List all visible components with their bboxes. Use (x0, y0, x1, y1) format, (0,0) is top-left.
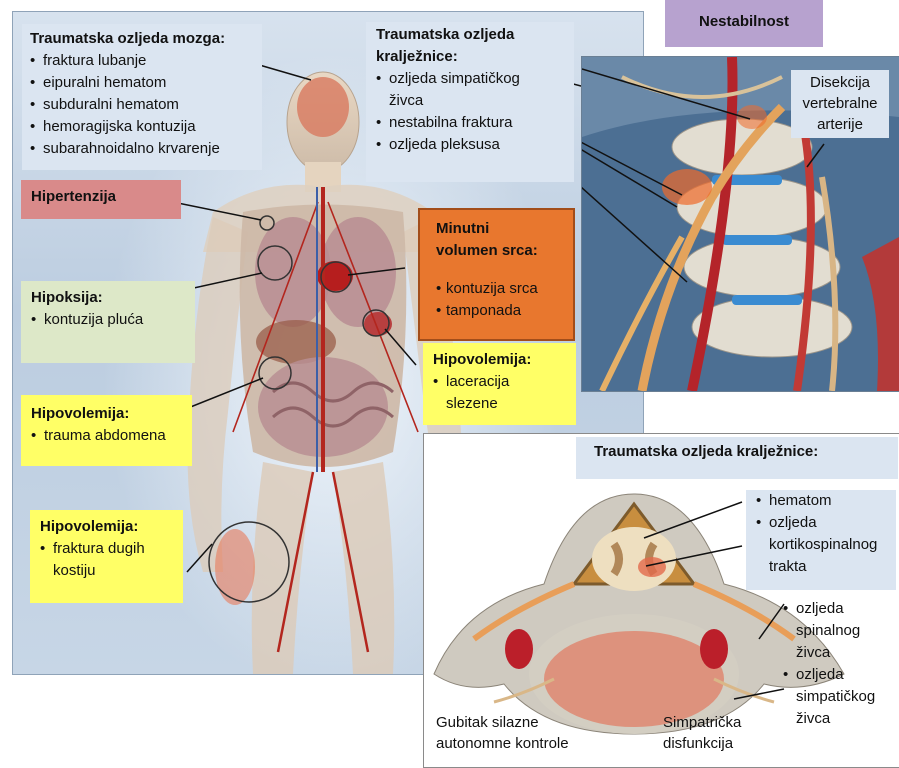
hematom-continuation-1: kortikospinalnog (756, 534, 886, 556)
hipertenzija-title: Hipertenzija (31, 186, 171, 208)
brain-injury-item: eipuralni hematom (30, 72, 254, 94)
hipovolemija-bones-title: Hipovolemija: (40, 516, 173, 538)
hipoksija-title: Hipoksija: (31, 287, 185, 309)
cardiac-output-title-line2: volumen srca: (436, 240, 557, 262)
descending-autonomic-loss-label: Gubitak silazne autonomne kontrole (436, 712, 616, 754)
sympathetic-dysfunction-line1: Simpatrička (663, 712, 773, 733)
spinal-nerve-item: ozljeda (783, 598, 889, 620)
hipertenzija-label: Hipertenzija (21, 180, 181, 219)
spine-injury-item: ozljeda pleksusa (376, 134, 564, 156)
spine-injury-title-line1: Traumatska ozljeda (376, 24, 564, 46)
brain-injury-label: Traumatska ozljeda mozga: fraktura luban… (22, 24, 262, 170)
sympathetic-nerve-continuation-1: simpatičkog (783, 686, 889, 708)
spine-injury-bottom-title-box: Traumatska ozljeda kralježnice: (576, 437, 898, 479)
hematom-item: ozljeda (756, 512, 886, 534)
spinal-nerve-continuation-1: spinalnog (783, 620, 889, 642)
sympathetic-dysfunction-label: Simpatrička disfunkcija (663, 712, 773, 754)
nestabilnost-title: Nestabilnost (665, 11, 823, 33)
brain-injury-item: subarahnoidalno krvarenje (30, 138, 254, 160)
nestabilnost-label: Nestabilnost (665, 0, 823, 47)
spinal-nerve-continuation-2: živca (783, 642, 889, 664)
cardiac-output-title-line1: Minutni (436, 218, 557, 240)
spine-injury-item: nestabilna fraktura (376, 112, 564, 134)
brain-injury-item: hemoragijska kontuzija (30, 116, 254, 138)
hipovolemija-spleen-item-continuation: slezene (433, 393, 566, 415)
hematom-label: hematom ozljeda kortikospinalnog trakta (746, 490, 896, 590)
hipoksija-item: kontuzija pluća (31, 309, 185, 331)
spine-injury-top-label: Traumatska ozljeda kralježnice: ozljeda … (366, 22, 574, 182)
hipovolemija-spleen-label: Hipovolemija: laceracija slezene (423, 343, 576, 425)
cardiac-output-item: kontuzija srca (436, 278, 557, 300)
spine-injury-item: ozljeda simpatičkog (376, 68, 564, 90)
hipovolemija-bones-label: Hipovolemija: fraktura dugih kostiju (30, 510, 183, 603)
spine-injury-item-continuation: živca (376, 90, 564, 112)
sympathetic-dysfunction-line2: disfunkcija (663, 733, 773, 754)
vertebral-dissection-label: Disekcija vertebralne arterije (791, 70, 889, 138)
brain-injury-item: subduralni hematom (30, 94, 254, 116)
hipovolemija-bones-item: fraktura dugih (40, 538, 173, 560)
hipovolemija-abdomen-label: Hipovolemija: trauma abdomena (21, 395, 192, 466)
cardiac-output-label: Minutni volumen srca: kontuzija srca tam… (418, 208, 575, 341)
hipovolemija-bones-item-continuation: kostiju (40, 560, 173, 582)
hipoksija-label: Hipoksija: kontuzija pluća (21, 281, 195, 363)
spine-injury-bottom-title: Traumatska ozljeda kralježnice: (594, 441, 880, 463)
vertebral-dissection-line3: arterije (791, 114, 889, 135)
hematom-item: hematom (756, 490, 886, 512)
hipovolemija-spleen-title: Hipovolemija: (433, 349, 566, 371)
hipovolemija-abdomen-title: Hipovolemija: (31, 403, 182, 425)
descending-autonomic-loss-line1: Gubitak silazne (436, 712, 616, 733)
hipovolemija-spleen-item: laceracija (433, 371, 566, 393)
brain-injury-item: fraktura lubanje (30, 50, 254, 72)
spine-injury-title-line2: kralježnice: (376, 46, 564, 68)
brain-injury-title: Traumatska ozljeda mozga: (30, 28, 254, 50)
sympathetic-nerve-item: ozljeda (783, 664, 889, 686)
descending-autonomic-loss-line2: autonomne kontrole (436, 733, 616, 754)
spinal-nerve-label: ozljeda spinalnog živca ozljeda simpatič… (777, 598, 895, 734)
vertebral-dissection-line2: vertebralne (791, 93, 889, 114)
sympathetic-nerve-continuation-2: živca (783, 708, 889, 730)
hipovolemija-abdomen-item: trauma abdomena (31, 425, 182, 447)
hematom-continuation-2: trakta (756, 556, 886, 578)
cardiac-output-item: tamponada (436, 300, 557, 322)
vertebral-dissection-line1: Disekcija (791, 72, 889, 93)
